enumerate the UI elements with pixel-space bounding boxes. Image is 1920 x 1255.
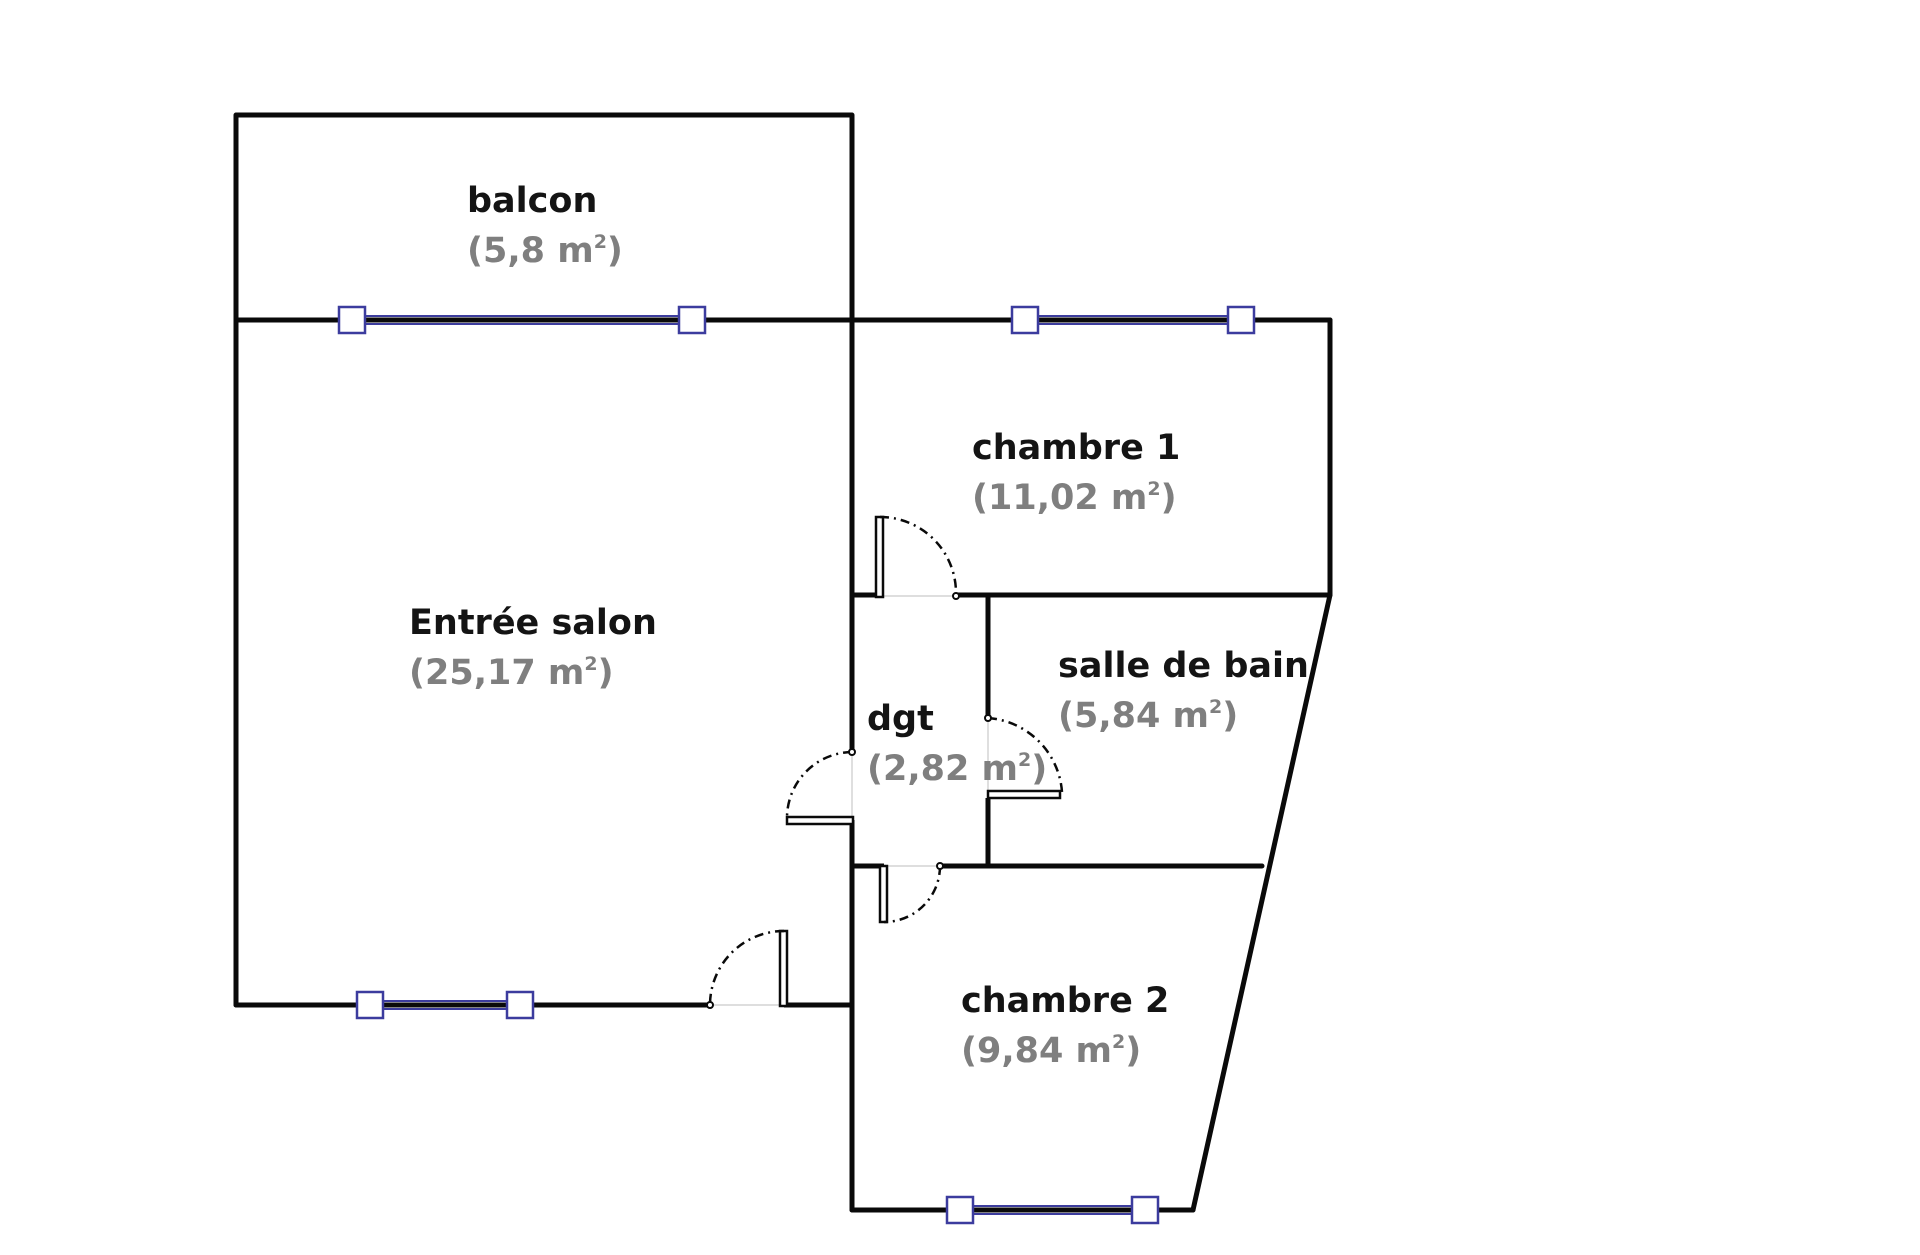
- room-name-entree-salon: Entrée salon: [409, 603, 657, 643]
- room-name-chambre-2: chambre 2: [961, 981, 1169, 1021]
- door-chambre2: [878, 862, 944, 924]
- door-hinge-icon: [706, 1001, 714, 1009]
- door-salle-de-bain: [984, 714, 1064, 800]
- door-chambre1: [874, 515, 960, 600]
- room-name-dgt: dgt: [867, 699, 934, 739]
- room-area-salle-de-bain: (5,84 m2): [1058, 696, 1238, 736]
- window-frame-icon: [1010, 305, 1040, 335]
- window-balcony: [337, 305, 707, 335]
- room-area-dgt: (2,82 m2): [867, 749, 1047, 789]
- window-frame-icon: [505, 990, 535, 1020]
- window-frame-icon: [337, 305, 367, 335]
- room-name-salle-de-bain: salle de bain: [1058, 646, 1309, 686]
- windows: [337, 305, 1256, 1225]
- door-leaf-icon: [778, 929, 789, 1008]
- door-openings: [710, 590, 994, 1011]
- room-area-chambre-1: (11,02 m2): [972, 478, 1177, 518]
- door-swing-arc-icon: [883, 865, 942, 924]
- door-hinge-icon: [848, 748, 856, 756]
- window-frame-icon: [1130, 1195, 1160, 1225]
- doors: [706, 515, 1064, 1009]
- wall-balcony-outline: [233, 112, 855, 323]
- door-hinge-icon: [936, 862, 944, 870]
- room-name-chambre-1: chambre 1: [972, 428, 1180, 468]
- door-entrance: [706, 929, 789, 1009]
- door-swing-arc-icon: [708, 929, 785, 1006]
- room-area-entree-salon: (25,17 m2): [409, 653, 614, 693]
- window-frame-icon: [1226, 305, 1256, 335]
- window-salon: [355, 990, 535, 1020]
- door-leaf-icon: [986, 789, 1062, 800]
- window-chambre1: [1010, 305, 1256, 335]
- door-swing-arc-icon: [987, 716, 1064, 793]
- window-frame-icon: [677, 305, 707, 335]
- wall-slanted-east: [1190, 592, 1333, 1213]
- door-leaf-icon: [878, 864, 889, 924]
- door-hinge-icon: [984, 714, 992, 722]
- room-name-balcon: balcon: [467, 181, 597, 221]
- room-labels: balcon (5,8 m2) chambre 1 (11,02 m2) Ent…: [409, 181, 1309, 1071]
- door-leaf-icon: [785, 815, 855, 826]
- door-dgt-salon: [785, 748, 856, 826]
- door-swing-arc-icon: [879, 515, 958, 594]
- window-chambre2: [945, 1195, 1160, 1225]
- door-swing-arc-icon: [785, 750, 853, 819]
- room-area-chambre-2: (9,84 m2): [961, 1031, 1141, 1071]
- window-frame-icon: [945, 1195, 975, 1225]
- door-hinge-icon: [952, 592, 960, 600]
- window-frame-icon: [355, 990, 385, 1020]
- room-area-balcon: (5,8 m2): [467, 231, 623, 271]
- door-leaf-icon: [874, 515, 885, 599]
